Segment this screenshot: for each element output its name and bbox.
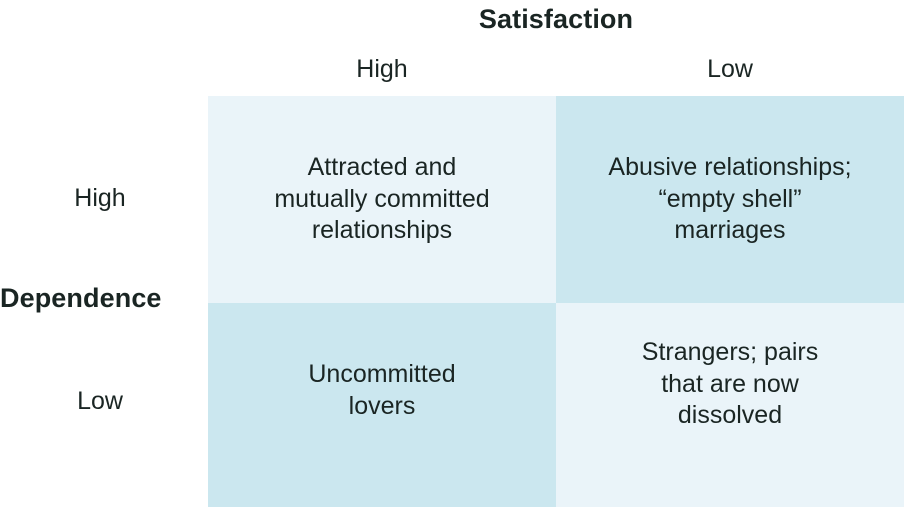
quadrant-label: Abusive relationships; “empty shell” mar… <box>608 153 852 245</box>
quadrant-low-dependence-low-satisfaction: Strangers; pairs that are now dissolved <box>556 303 904 507</box>
quadrant-low-dependence-high-satisfaction: Uncommitted lovers <box>208 303 556 507</box>
column-header-high: High <box>356 55 408 83</box>
quadrant-label: Uncommitted lovers <box>308 360 456 420</box>
quadrant-grid: Attracted and mutually committed relatio… <box>208 96 904 507</box>
row-header-low: Low <box>77 387 123 415</box>
quadrant-label: Strangers; pairs that are now dissolved <box>641 338 819 429</box>
quadrant-label: Attracted and mutually committed relatio… <box>274 153 490 245</box>
row-header-high: High <box>74 184 126 212</box>
column-axis-title: Satisfaction <box>478 4 634 34</box>
row-axis-title: Dependence <box>0 283 162 313</box>
column-header-low: Low <box>707 55 753 83</box>
quadrant-high-dependence-low-satisfaction: Abusive relationships; “empty shell” mar… <box>556 96 904 303</box>
quadrant-high-dependence-high-satisfaction: Attracted and mutually committed relatio… <box>208 96 556 303</box>
